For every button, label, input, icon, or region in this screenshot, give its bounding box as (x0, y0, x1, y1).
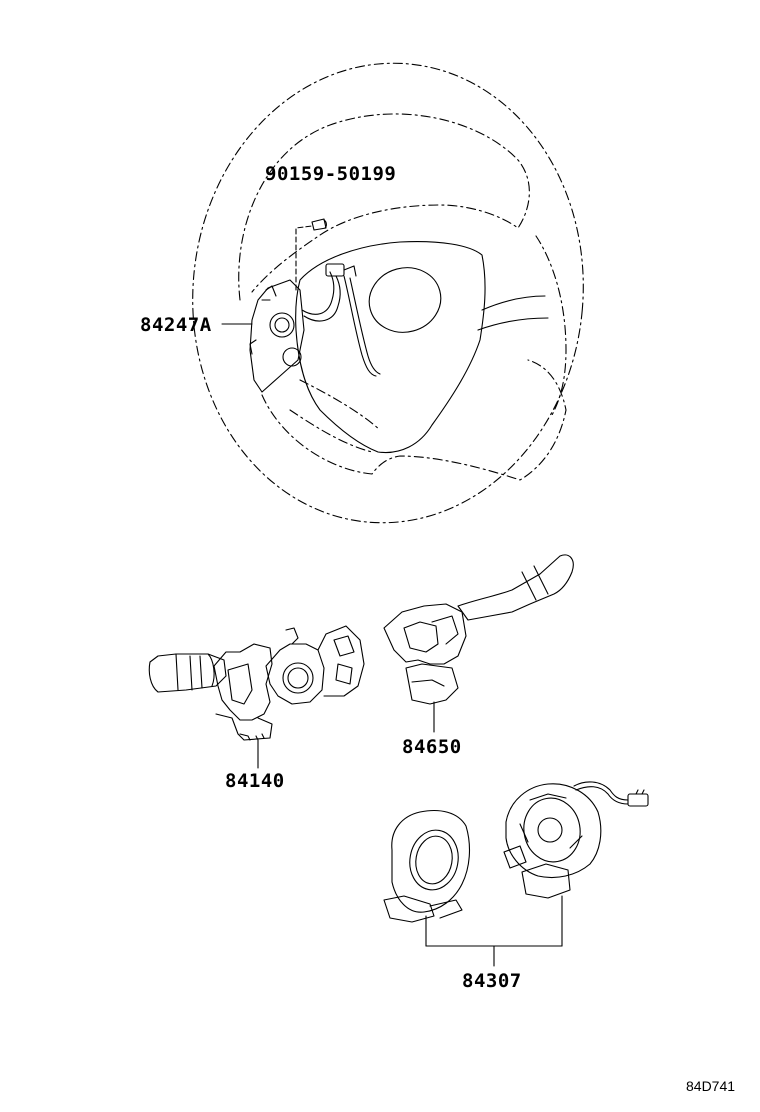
steering-pad-switch-drawing (250, 226, 380, 392)
steering-wheel-outline (174, 47, 603, 539)
headlamp-dimmer-switch-drawing (149, 626, 364, 740)
figure-code: 84D741 (686, 1078, 736, 1094)
part-label-84650: 84650 (402, 736, 462, 758)
screw-drawing (312, 219, 326, 230)
spiral-cable-right-drawing (504, 782, 648, 898)
leader-84307 (426, 896, 562, 966)
part-label-84307: 84307 (462, 970, 522, 992)
airbag-pad (296, 242, 548, 453)
part-label-90159-50199: 90159-50199 (265, 163, 397, 185)
part-label-84247a: 84247A (140, 314, 212, 336)
spiral-cable-left-drawing (384, 811, 469, 922)
wiper-switch-drawing (384, 555, 573, 704)
part-label-84140: 84140 (225, 770, 285, 792)
